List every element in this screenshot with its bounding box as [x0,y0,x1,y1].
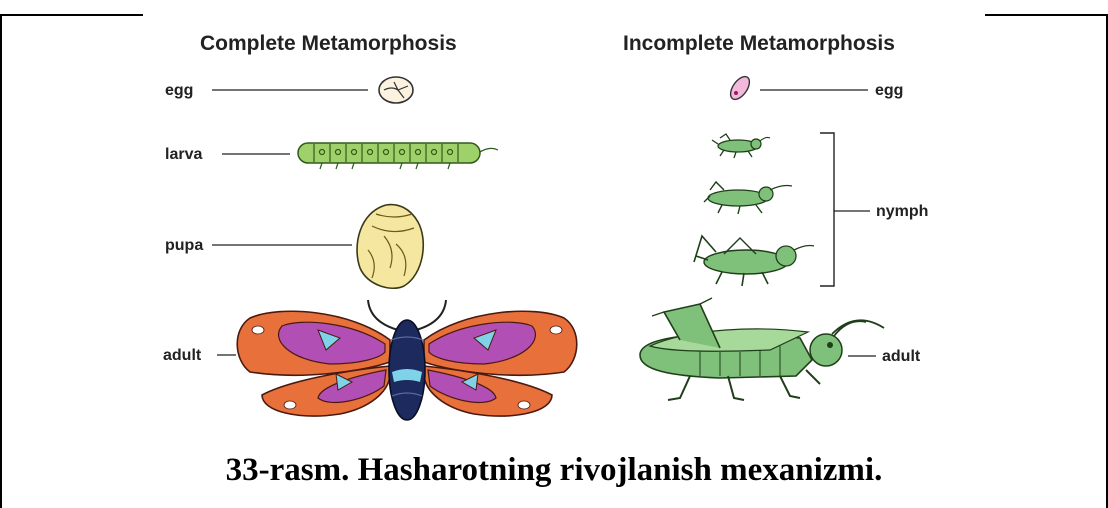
nymph-medium-illustration [704,182,792,214]
metamorphosis-diagram: Complete Metamorphosis Incomplete Metamo… [0,0,1108,450]
nymph-bracket [820,133,834,286]
label-larva: larva [165,146,202,163]
moth-egg-illustration [379,77,413,103]
chrysalis-illustration [357,205,423,289]
caterpillar-illustration [298,143,498,169]
label-egg-incomplete: egg [875,82,903,99]
heading-incomplete-metamorphosis: Incomplete Metamorphosis [623,32,895,55]
heading-complete-metamorphosis: Complete Metamorphosis [200,32,457,55]
nymph-large-illustration [694,236,814,286]
label-pupa: pupa [165,237,203,254]
label-adult-incomplete: adult [882,348,921,365]
nymph-small-illustration [712,134,770,158]
grasshopper-illustration [640,298,884,400]
label-adult-complete: adult [163,347,202,364]
label-nymph: nymph [876,203,928,220]
moth-illustration [237,300,577,420]
figure-caption: 33-rasm. Hasharotning rivojlanish mexani… [0,452,1108,489]
label-egg-complete: egg [165,82,193,99]
grasshopper-egg-illustration [727,73,753,102]
